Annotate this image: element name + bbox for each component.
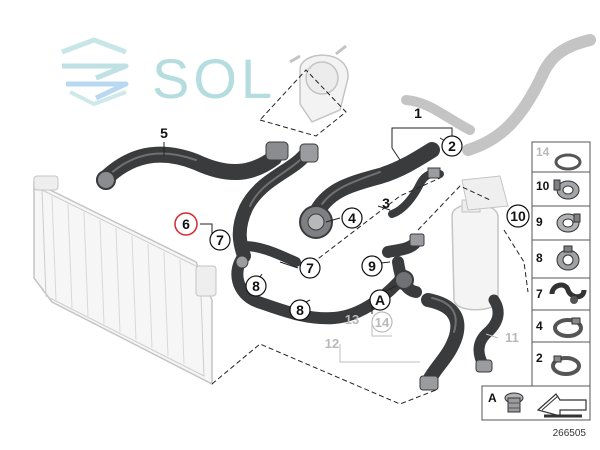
parts-panel-label-8: 8 (536, 251, 543, 265)
exhaust-pipe-ghost (401, 34, 596, 156)
parts-panel-label-14: 14 (536, 145, 550, 159)
water-pump-ghost (289, 44, 349, 123)
parts-panel-label-4: 4 (536, 319, 543, 333)
hose-11-expansion (473, 294, 504, 373)
callout-14: 14 (375, 315, 390, 330)
hose-3 (388, 167, 444, 218)
parts-panel-label-10: 10 (536, 179, 550, 193)
hose-9-thermostat (382, 233, 425, 298)
o-ring-icon (554, 153, 582, 171)
screw-plug-icon (504, 392, 524, 413)
callout-11: 11 (505, 330, 519, 345)
diagram-number: 266505 (553, 428, 587, 439)
expansion-tank-ghost (451, 175, 509, 311)
callout-8a: 8 (252, 278, 260, 294)
callout-12: 12 (325, 336, 339, 351)
hose-5-upper-radiator (96, 141, 289, 190)
callout-4: 4 (348, 210, 356, 226)
callout-7b: 7 (306, 260, 314, 276)
leader-lines (163, 69, 529, 405)
callout-2: 2 (448, 138, 456, 154)
parts-panel-label-A: A (488, 391, 497, 405)
callout-10: 10 (510, 208, 526, 224)
spring-clamp-icon (553, 179, 580, 200)
callout-1: 1 (414, 105, 422, 121)
callout-7a: 7 (216, 232, 224, 248)
callout-A: A (375, 292, 385, 308)
hose-7-short (235, 241, 301, 269)
hose-clamp-icon (556, 213, 581, 233)
callout-3: 3 (382, 195, 390, 211)
radiator (33, 175, 217, 386)
sol-logo-text: SOL (152, 47, 276, 110)
callouts: 1 2 3 4 5 6 7 7 8 8 9 10 11 12 13 14 A (160, 105, 530, 351)
callout-6: 6 (182, 216, 190, 232)
parts-panel-label-9: 9 (536, 215, 543, 229)
callout-5: 5 (160, 125, 168, 141)
callout-8b: 8 (296, 302, 304, 318)
band-clamp-icon (553, 317, 583, 338)
parts-panel: 14 10 9 8 7 4 (481, 141, 591, 421)
clip-clamp-icon (556, 245, 580, 271)
arrow-pointer-icon (536, 393, 587, 418)
sol-logo-mark-icon (61, 37, 129, 106)
hose-1-upper (299, 142, 440, 239)
spring-band-clamp-icon (551, 355, 581, 376)
sol-logo: SOL (61, 37, 276, 110)
holder-clip-icon (549, 282, 587, 304)
callout-13: 13 (345, 312, 359, 327)
parts-panel-label-7: 7 (536, 287, 543, 301)
hose-12-lower (419, 293, 465, 391)
callout-9: 9 (368, 258, 376, 274)
callout-6-highlight-ring (174, 212, 198, 236)
parts-panel-label-2: 2 (536, 351, 543, 365)
